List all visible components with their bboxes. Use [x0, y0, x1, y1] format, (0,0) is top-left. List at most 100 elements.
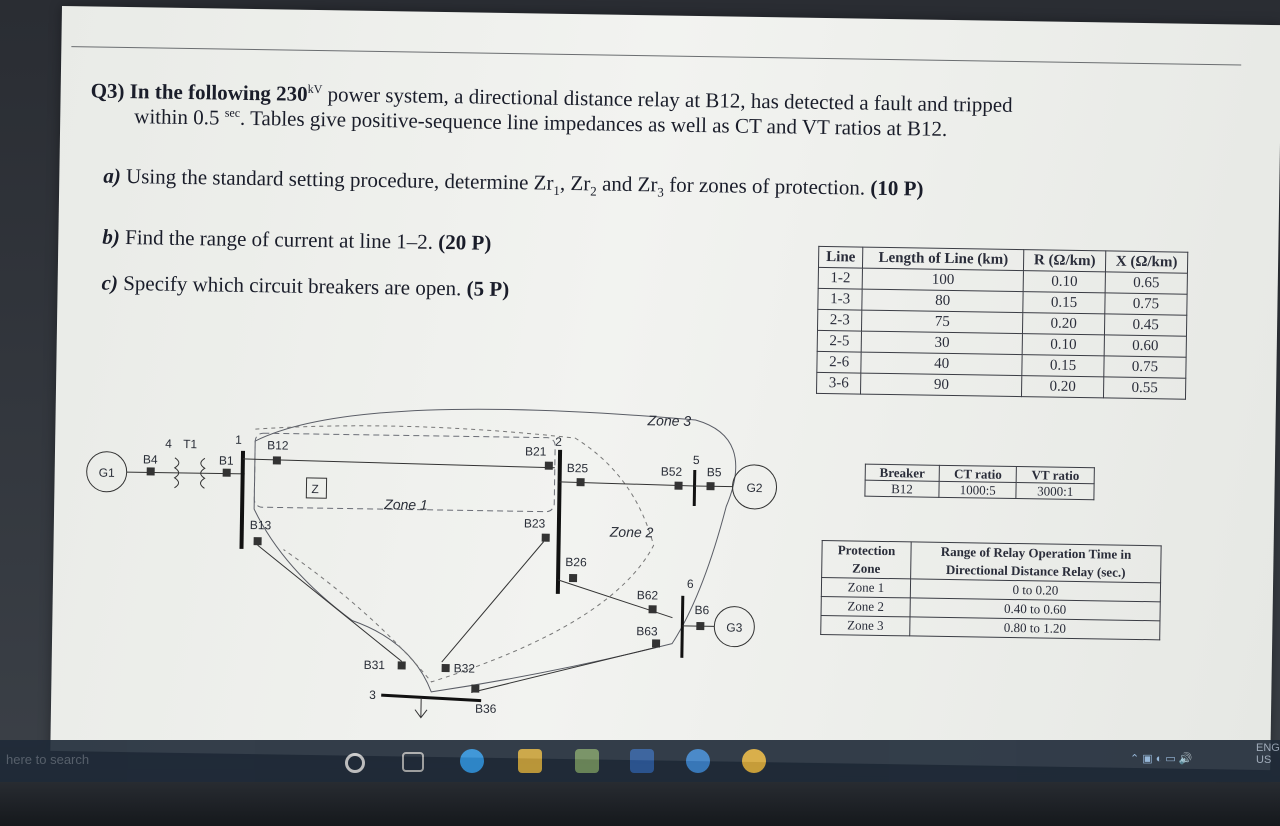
zone-time-table: Protection Zone Range of Relay Operation…	[820, 540, 1162, 640]
table-cell: 0.10	[1023, 270, 1106, 293]
table-cell: 2-3	[817, 309, 863, 332]
col-breaker: Breaker	[865, 464, 940, 482]
breaker-b4	[146, 467, 155, 476]
table-cell: Zone 2	[821, 596, 911, 617]
bus-2	[555, 449, 563, 594]
table-cell: 80	[862, 289, 1024, 313]
b25-label: B25	[567, 461, 589, 475]
breaker-b32	[441, 664, 450, 673]
breaker-b63	[651, 639, 661, 648]
table-cell: 2-5	[817, 330, 862, 353]
bus2-label: 2	[555, 435, 562, 449]
zone3-boundary	[253, 408, 737, 693]
table-cell: 0.45	[1104, 313, 1187, 337]
part-b: b) Find the range of current at line 1–2…	[102, 224, 492, 255]
ct-ratio-cell: 1000:5	[938, 481, 1017, 499]
relay-z-icon	[305, 477, 328, 499]
b23-label: B23	[524, 516, 546, 530]
table-cell: 0.60	[1104, 334, 1187, 358]
relay-label: Z	[311, 482, 319, 496]
bus4-label: 4	[165, 437, 172, 451]
cortana-icon[interactable]	[345, 753, 365, 773]
line-2-5	[559, 481, 695, 487]
table-cell: 30	[861, 331, 1023, 355]
b21-label: B21	[525, 444, 547, 458]
table-cell: 0.75	[1103, 355, 1187, 379]
word-icon[interactable]	[630, 749, 654, 773]
edge-browser-icon[interactable]	[460, 749, 484, 773]
breaker-b52	[674, 481, 683, 490]
bus-5	[692, 469, 697, 507]
line-impedance-table: Line Length of Line (km) R (Ω/km) X (Ω/k…	[816, 246, 1188, 400]
b63-label: B63	[636, 624, 658, 638]
table-cell: Zone 1	[821, 577, 911, 598]
table-cell: 3-6	[816, 372, 862, 395]
line-3-6	[471, 646, 657, 693]
col-r: R (Ω/km)	[1023, 249, 1106, 272]
breaker-cell: B12	[864, 480, 940, 498]
line-1-3	[257, 544, 403, 662]
zone2-label: Zone 2	[609, 524, 654, 541]
table-cell: 1-3	[817, 288, 863, 311]
col-vt-ratio: VT ratio	[1016, 466, 1095, 484]
g2-feeder	[694, 485, 733, 488]
b31-label: B31	[364, 658, 386, 672]
bus-6	[680, 595, 685, 658]
generator-g2-icon	[732, 464, 778, 510]
table-cell: 75	[861, 310, 1023, 334]
col-ct-ratio: CT ratio	[939, 465, 1017, 483]
table-cell: 0.20	[1022, 312, 1105, 335]
line-1-2	[242, 458, 555, 469]
g3-feeder	[682, 625, 715, 627]
table-cell: 40	[861, 352, 1023, 376]
line-2-3	[441, 541, 545, 663]
table-header-row: Protection Zone Range of Relay Operation…	[821, 540, 1162, 583]
breaker-b1	[222, 468, 231, 477]
table-cell: 2-6	[816, 351, 862, 374]
b5-label: B5	[707, 465, 722, 479]
t1-label: T1	[183, 437, 198, 451]
table-row: B12 1000:5 3000:1	[864, 480, 1095, 500]
part-c: c) Specify which circuit breakers are op…	[101, 270, 510, 302]
bus-1	[239, 450, 246, 549]
col-length: Length of Line (km)	[862, 247, 1024, 271]
lang-label: ENG	[1256, 742, 1280, 754]
language-indicator[interactable]: ENG US	[1256, 742, 1280, 766]
tray-icons[interactable]: ⌃ ▣ ◐ ▭ 🔊	[1130, 753, 1193, 765]
col-time-range: Range of Relay Operation Time in Directi…	[910, 541, 1162, 583]
taskbar-search-input[interactable]: here to search	[6, 752, 90, 767]
photos-icon[interactable]	[575, 749, 599, 773]
breaker-b62	[648, 605, 657, 614]
table-cell: 0.75	[1104, 292, 1188, 316]
col-x: X (Ω/km)	[1105, 250, 1188, 274]
store-icon[interactable]	[518, 749, 542, 773]
chrome-icon[interactable]	[686, 749, 710, 773]
chrome-alt-icon[interactable]	[742, 749, 766, 773]
table-cell: 0.80 to 1.20	[909, 616, 1160, 640]
bus3-label: 3	[369, 688, 376, 702]
ct-vt-ratio-table: Breaker CT ratio VT ratio B12 1000:5 300…	[864, 464, 1095, 501]
region-label: US	[1256, 754, 1272, 766]
task-view-icon[interactable]	[402, 752, 424, 772]
breaker-b31	[397, 661, 406, 670]
bus6-label: 6	[687, 577, 694, 591]
table-cell: 0.20	[1021, 375, 1104, 398]
table-cell: 0.15	[1021, 354, 1105, 377]
table-cell: 0.10	[1022, 333, 1105, 356]
bus1-label: 1	[235, 433, 242, 447]
b12-label: B12	[267, 438, 289, 452]
power-system-diagram: G1 B4 4 T1 B1 1 B12 Z B13 Zone 1 2	[86, 408, 778, 719]
breaker-b13	[253, 537, 262, 546]
b1-label: B1	[219, 454, 234, 468]
b4-label: B4	[143, 452, 158, 466]
table-cell: 0.65	[1105, 271, 1188, 295]
g2-label: G2	[746, 481, 763, 495]
part-a: a) Using the standard setting procedure,…	[103, 163, 924, 201]
g1-label: G1	[99, 466, 116, 480]
b32-label: B32	[454, 661, 476, 675]
g3-label: G3	[726, 621, 743, 635]
document-page: Q3) In the following 230kV power system,…	[50, 6, 1280, 771]
breaker-b36	[471, 684, 480, 693]
